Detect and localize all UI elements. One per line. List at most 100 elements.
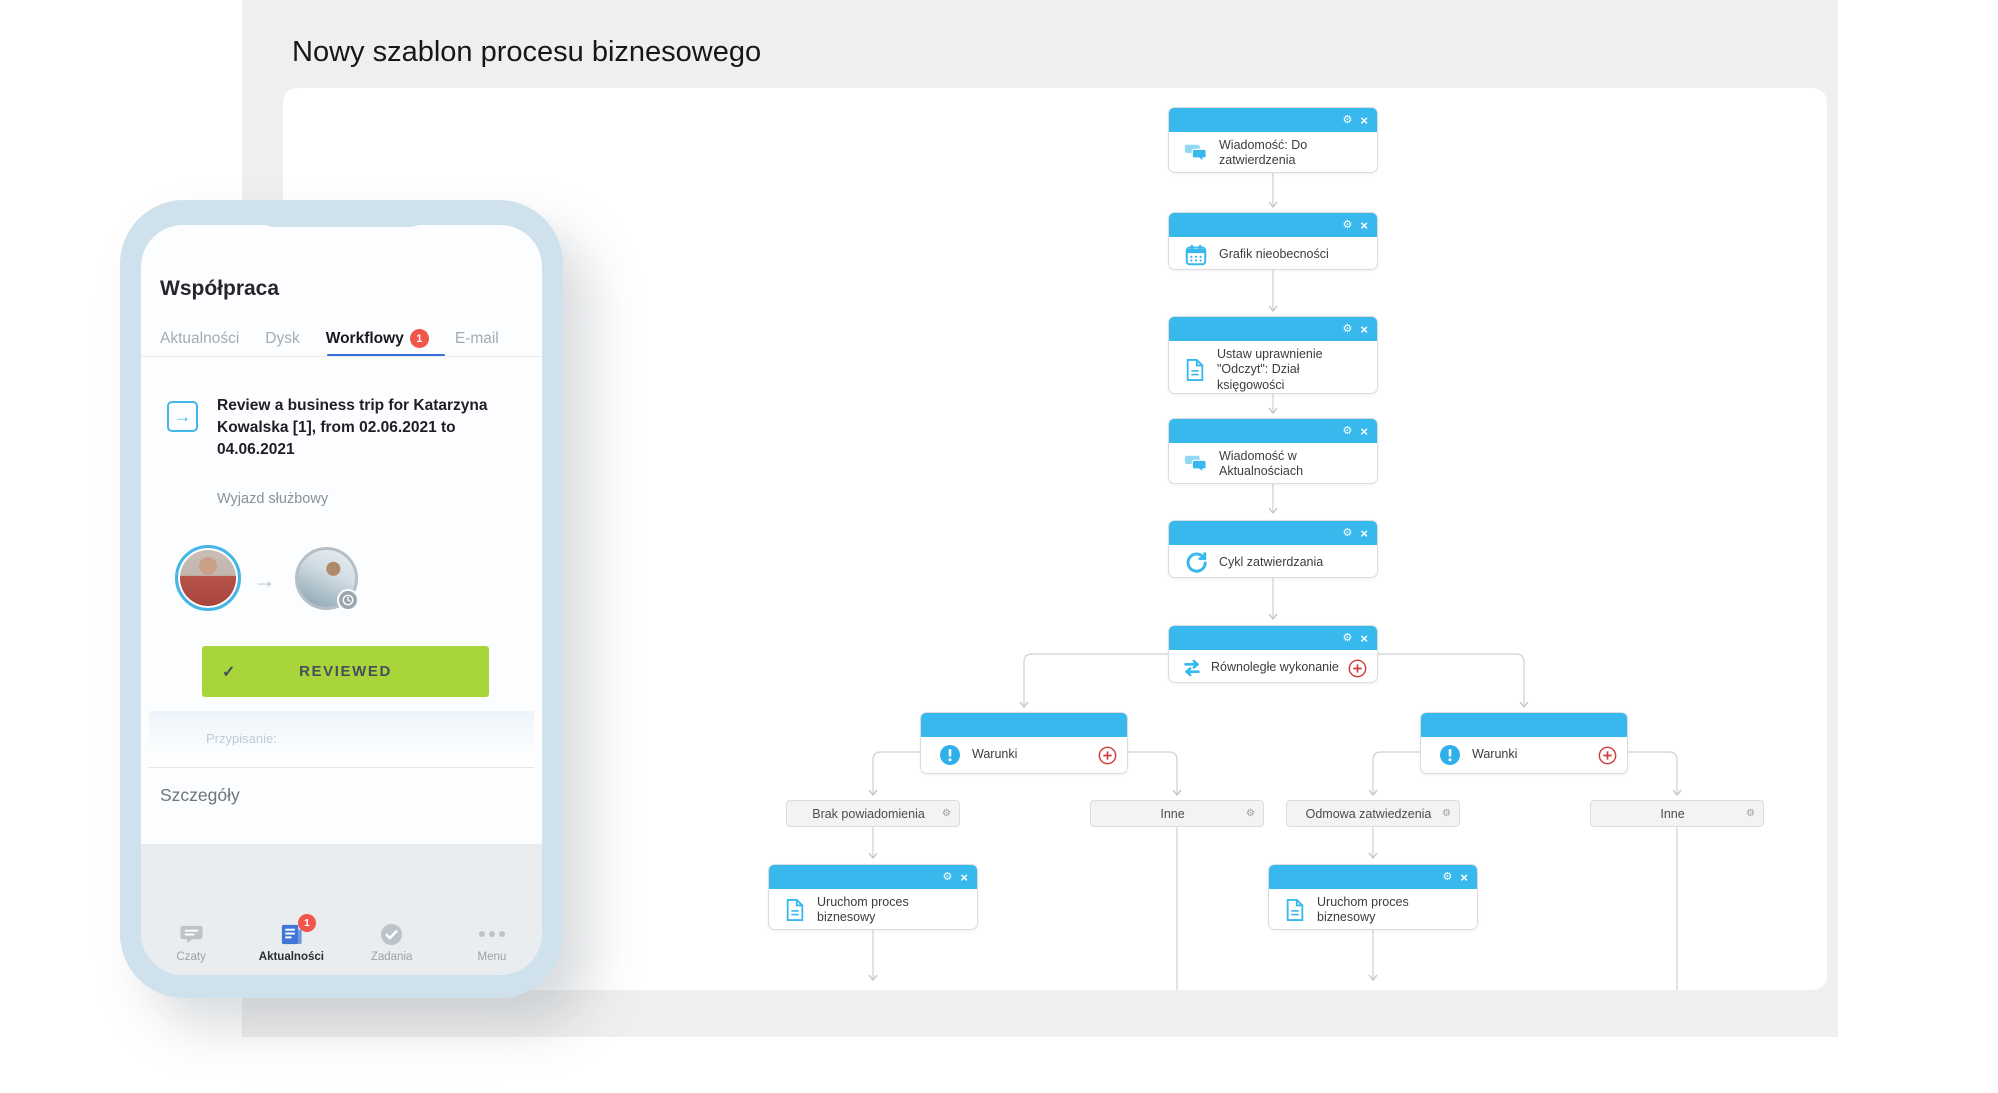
- nav-item-aktualnosci[interactable]: 1 Aktualności: [241, 914, 341, 963]
- warning-icon: [939, 744, 961, 766]
- chat-icon: [1184, 141, 1208, 165]
- bottom-nav: Czaty 1 Aktualności Zadania: [141, 914, 542, 963]
- task-title[interactable]: Review a business trip for Katarzyna Kow…: [217, 397, 488, 458]
- node-label: Wiadomość: Do zatwierdzenia: [1219, 138, 1308, 168]
- document-icon: [1184, 358, 1206, 382]
- tasks-icon: [379, 921, 404, 947]
- node-header: [1421, 713, 1627, 737]
- add-condition-icon[interactable]: [1098, 746, 1117, 765]
- close-icon[interactable]: ×: [1360, 217, 1368, 233]
- divider: [141, 356, 542, 357]
- condition-label: Inne: [1160, 806, 1185, 821]
- workflow-task-icon: →: [167, 401, 198, 432]
- workflow-node-feed-message[interactable]: ⚙ × Wiadomość w Aktualnościach: [1168, 418, 1378, 484]
- tab-dysk[interactable]: Dysk: [265, 329, 300, 347]
- gear-icon[interactable]: ⚙: [1246, 808, 1255, 819]
- node-label: Uruchom proces biznesowy: [1317, 895, 1409, 925]
- nav-item-czaty[interactable]: Czaty: [141, 921, 241, 963]
- phone-footer: Czaty 1 Aktualności Zadania: [141, 844, 542, 975]
- close-icon[interactable]: ×: [1360, 525, 1368, 541]
- screen-title: Współpraca: [160, 277, 280, 300]
- warning-icon: [1439, 744, 1461, 766]
- nav-label: Menu: [477, 951, 507, 963]
- assignment-fade-block: Przypisanie:: [149, 711, 534, 767]
- divider: [149, 767, 534, 768]
- nav-label: Zadania: [370, 951, 413, 963]
- workflow-node-message-approval[interactable]: ⚙ × Wiadomość: Do zatwierdzenia: [1168, 107, 1378, 173]
- condition-branch-no-notification[interactable]: Brak powiadomienia ⚙: [786, 800, 960, 827]
- node-label: Uruchom proces biznesowy: [817, 895, 909, 925]
- gear-icon[interactable]: ⚙: [1342, 631, 1353, 644]
- close-icon[interactable]: ×: [1360, 423, 1368, 439]
- node-header: ⚙ ×: [1169, 108, 1377, 132]
- gear-icon[interactable]: ⚙: [942, 808, 951, 819]
- gear-icon[interactable]: ⚙: [1442, 870, 1453, 883]
- tab-aktualnosci[interactable]: Aktualności: [160, 329, 240, 347]
- clock-badge-icon: [337, 589, 359, 611]
- phone-mockup: Współpraca Aktualności Dysk Workflowy 1 …: [120, 200, 563, 998]
- add-condition-icon[interactable]: [1598, 746, 1617, 765]
- avatar-requester: [175, 545, 241, 611]
- page-title: Nowy szablon procesu biznesowego: [292, 36, 762, 68]
- condition-label: Odmowa zatwiedzenia: [1305, 806, 1432, 821]
- workflow-node-set-permission[interactable]: ⚙ × Ustaw uprawnienie "Odczyt": Dział ks…: [1168, 316, 1378, 394]
- node-header: ⚙ ×: [1169, 419, 1377, 443]
- workflow-node-absence-chart[interactable]: ⚙ × Grafik nieobecności: [1168, 212, 1378, 270]
- workflow-node-start-process-left[interactable]: ⚙ × Uruchom proces biznesowy: [768, 864, 978, 930]
- task-category: Wyjazd służbowy: [217, 491, 329, 507]
- gear-icon[interactable]: ⚙: [1746, 808, 1755, 819]
- phone-notch: [255, 200, 428, 227]
- workflow-node-start-process-right[interactable]: ⚙ × Uruchom proces biznesowy: [1268, 864, 1478, 930]
- close-icon[interactable]: ×: [1360, 112, 1368, 128]
- close-icon[interactable]: ×: [1360, 321, 1368, 337]
- chat-icon: [1184, 452, 1208, 476]
- node-header: ⚙ ×: [1169, 626, 1377, 650]
- gear-icon[interactable]: ⚙: [1342, 424, 1353, 437]
- node-label: Warunki: [1472, 747, 1518, 762]
- node-label: Ustaw uprawnienie "Odczyt": Dział księgo…: [1217, 347, 1323, 392]
- avatar-approver: [295, 547, 359, 611]
- close-icon[interactable]: ×: [1460, 869, 1468, 885]
- gear-icon[interactable]: ⚙: [1342, 526, 1353, 539]
- nav-item-zadania[interactable]: Zadania: [342, 921, 442, 963]
- node-label: Cykl zatwierdzania: [1219, 555, 1324, 570]
- gear-icon[interactable]: ⚙: [1342, 113, 1353, 126]
- node-label: Równoległe wykonanie: [1211, 660, 1339, 675]
- refresh-icon: [1184, 551, 1208, 575]
- workflow-node-parallel-execution[interactable]: ⚙ × Równoległe wykonanie: [1168, 625, 1378, 683]
- workflow-connectors: [868, 173, 1682, 990]
- gear-icon[interactable]: ⚙: [942, 870, 953, 883]
- arrow-right-icon: →: [253, 567, 276, 593]
- gear-icon[interactable]: ⚙: [1342, 218, 1353, 231]
- condition-branch-other-right[interactable]: Inne ⚙: [1590, 800, 1764, 827]
- node-header: ⚙ ×: [1269, 865, 1477, 889]
- node-header: ⚙ ×: [769, 865, 977, 889]
- workflow-node-conditions-left[interactable]: Warunki: [920, 712, 1128, 774]
- news-icon: 1: [279, 914, 316, 947]
- nav-item-menu[interactable]: Menu: [442, 921, 542, 963]
- condition-branch-other-left[interactable]: Inne ⚙: [1090, 800, 1264, 827]
- workflow-node-conditions-right[interactable]: Warunki: [1420, 712, 1628, 774]
- close-icon[interactable]: ×: [960, 869, 968, 885]
- workflow-node-approval-cycle[interactable]: ⚙ × Cykl zatwierdzania: [1168, 520, 1378, 578]
- tab-email[interactable]: E-mail: [454, 329, 499, 347]
- reviewed-button[interactable]: ✓ REVIEWED: [202, 646, 489, 697]
- condition-label: Inne: [1660, 806, 1685, 821]
- condition-branch-approval-denied[interactable]: Odmowa zatwiedzenia ⚙: [1286, 800, 1460, 827]
- gear-icon[interactable]: ⚙: [1442, 808, 1451, 819]
- assignment-label: Przypisanie:: [206, 731, 277, 746]
- active-tab-underline: [327, 354, 445, 357]
- check-icon: ✓: [222, 663, 236, 681]
- tab-badge: 1: [409, 329, 429, 348]
- details-link[interactable]: Szczegóły: [160, 785, 240, 805]
- tab-workflowy[interactable]: Workflowy 1: [326, 329, 429, 348]
- parallel-icon: [1180, 656, 1204, 680]
- add-branch-icon[interactable]: [1348, 659, 1367, 678]
- close-icon[interactable]: ×: [1360, 630, 1368, 646]
- calendar-icon: [1184, 243, 1208, 267]
- document-icon: [784, 898, 806, 922]
- nav-label: Aktualności: [258, 951, 324, 963]
- chat-icon: [179, 921, 204, 947]
- gear-icon[interactable]: ⚙: [1342, 322, 1353, 335]
